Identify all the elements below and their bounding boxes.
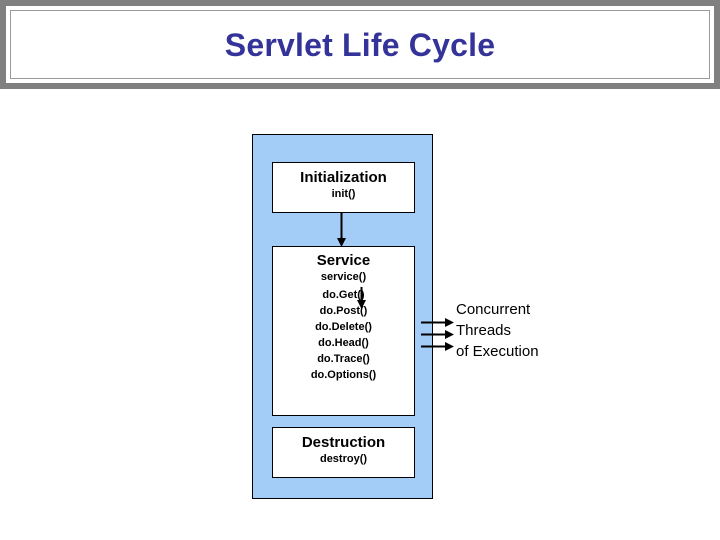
servlet-lifecycle-container: Initialization init() Service service() … <box>252 134 433 499</box>
annotation-line-3: of Execution <box>456 343 539 360</box>
service-method-do-delete: do.Delete() <box>315 321 372 334</box>
service-method-do-head: do.Head() <box>318 337 369 350</box>
stage-method-destroy: destroy() <box>319 453 368 466</box>
service-method-list: do.Get() do.Post() do.Delete() do.Head()… <box>273 288 414 384</box>
stage-box-destruction[interactable]: Destruction destroy() <box>272 427 415 478</box>
annotation-line-1: Concurrent <box>456 301 531 318</box>
stage-box-service[interactable]: Service service() do.Get() do.Post() do.… <box>272 246 415 416</box>
page-title: Servlet Life Cycle <box>224 26 496 63</box>
stage-method-init: init() <box>331 188 356 201</box>
stage-box-initialization[interactable]: Initialization init() <box>272 162 415 213</box>
service-method-do-post: do.Post() <box>319 305 368 318</box>
stage-method-service: service() <box>320 271 367 284</box>
stage-title-initialization: Initialization <box>300 169 387 186</box>
stage-title-service: Service <box>316 252 371 269</box>
arrow-down-icon-init-to-service <box>337 212 346 247</box>
service-method-do-options: do.Options() <box>310 369 377 382</box>
annotation-line-2: Threads <box>456 322 512 339</box>
service-method-do-get: do.Get() <box>322 289 365 302</box>
title-frame-inner: Servlet Life Cycle <box>10 10 710 79</box>
service-method-do-trace: do.Trace() <box>317 353 370 366</box>
stage-title-destruction: Destruction <box>301 434 386 451</box>
title-frame: Servlet Life Cycle <box>0 0 720 89</box>
concurrent-threads-label: Concurrent Threads of Execution <box>456 299 539 362</box>
